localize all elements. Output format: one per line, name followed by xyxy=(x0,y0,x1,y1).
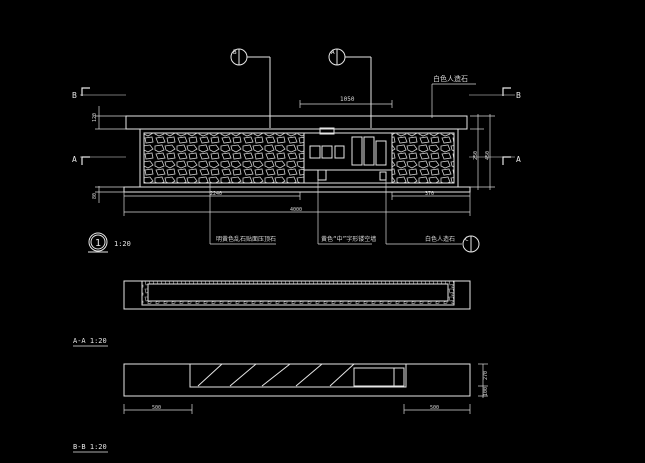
callout-top-left-symbol: B xyxy=(233,49,237,56)
elevation-view xyxy=(123,115,471,193)
plan-a-title: A-A 1:20 xyxy=(73,337,107,345)
callout-top-left xyxy=(230,48,271,128)
stone-cladding-right xyxy=(391,132,455,184)
label-top-right: 白色人造石 xyxy=(433,74,468,83)
marker-b-left xyxy=(81,87,90,96)
dim-right xyxy=(470,114,495,190)
dim-left-cap-text: 120 xyxy=(92,113,98,122)
scale-badge-scale: 1:20 xyxy=(114,240,131,248)
base-plinth xyxy=(123,186,471,193)
dim-left-base-text: 80 xyxy=(92,193,98,199)
scale-badge-number: 1 xyxy=(95,238,101,249)
dim-bottom xyxy=(123,192,471,216)
marker-a-right xyxy=(502,156,511,165)
label-bottom-mid: 黄色“中”字形镂空墙 xyxy=(321,235,376,243)
marker-a-right-label: A xyxy=(516,155,521,164)
marker-b-right-label: B xyxy=(516,91,521,100)
lattice-panel xyxy=(303,127,393,184)
dim-right-inner-text: 250 xyxy=(473,151,479,160)
dim-bottom-right-text: 370 xyxy=(425,191,434,197)
dim-right-total-text: 450 xyxy=(485,151,491,160)
callout-right xyxy=(462,235,480,253)
dim-bottom-left-text: 2240 xyxy=(210,191,222,197)
scale-badge xyxy=(88,232,108,253)
stone-cladding-left xyxy=(143,132,305,184)
plan-b-dim-side-top-text: 270 xyxy=(483,371,489,380)
dim-left xyxy=(95,106,126,203)
marker-b-left-label: B xyxy=(72,91,77,100)
dim-top-center xyxy=(299,100,393,108)
section-markers xyxy=(80,87,515,165)
leader-top-right xyxy=(431,83,476,118)
plan-b-dims xyxy=(123,363,488,414)
plan-b-title: B-B 1:20 xyxy=(73,443,107,451)
dim-top-center-text: 1050 xyxy=(340,96,355,103)
bottom-leaders xyxy=(209,178,462,245)
callout-top-mid-symbol: A xyxy=(331,49,335,56)
plan-b xyxy=(123,363,471,397)
marker-a-left-label: A xyxy=(72,155,77,164)
plan-b-dim-side-bottom-text: 100 xyxy=(483,387,489,396)
marker-a-left xyxy=(81,156,90,165)
callout-right-symbol: C xyxy=(465,236,469,243)
marker-b-right xyxy=(502,87,511,96)
callout-top-mid xyxy=(328,48,372,128)
cap-stone xyxy=(125,115,468,130)
plan-a xyxy=(123,280,471,310)
plan-b-dim-left-text: 500 xyxy=(152,405,161,411)
label-bottom-right: 白色人造石 xyxy=(425,235,455,243)
dim-overall-text: 4000 xyxy=(290,207,302,213)
label-bottom-left: 明黄色乱石贴面压顶石 xyxy=(216,235,276,243)
plan-b-dim-right-text: 500 xyxy=(430,405,439,411)
